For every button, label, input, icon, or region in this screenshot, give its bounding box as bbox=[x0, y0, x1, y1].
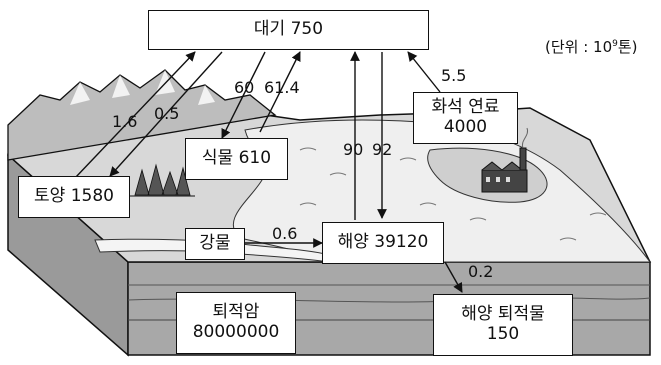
river-box: 강물 bbox=[185, 228, 245, 260]
flux-atmosphere-to-plants: 60 bbox=[234, 78, 255, 97]
flux-atmosphere-to-ocean: 92 bbox=[372, 140, 393, 159]
flux-ocean-to-sediment: 0.2 bbox=[468, 262, 494, 281]
unit-exponent: 9 bbox=[612, 39, 618, 49]
plants-label: 식물 610 bbox=[201, 148, 272, 169]
arrow-atmosphere-to-soil bbox=[109, 51, 223, 177]
mountains bbox=[7, 69, 277, 161]
forest bbox=[120, 163, 195, 197]
sedimentary-rock-name: 퇴적암 bbox=[212, 302, 260, 323]
fossil-fuel-name: 화석 연료 bbox=[431, 97, 500, 118]
arrow-ocean-to-sediment bbox=[444, 261, 463, 293]
arrow-fossil-to-atmosphere bbox=[407, 51, 441, 93]
atmosphere-box: 대기 750 bbox=[148, 10, 429, 50]
unit-prefix: (단위 : 10 bbox=[545, 38, 613, 56]
flux-ocean-to-atmosphere: 90 bbox=[343, 140, 364, 159]
fossil-fuel-value: 4000 bbox=[443, 117, 488, 137]
ocean-sediment-box: 해양 퇴적물 150 bbox=[433, 294, 573, 356]
flux-river-to-ocean: 0.6 bbox=[272, 224, 298, 243]
soil-label: 토양 1580 bbox=[34, 186, 114, 207]
flux-arrows bbox=[74, 51, 463, 293]
fossil-fuel-box: 화석 연료 4000 bbox=[413, 92, 518, 144]
ocean-sediment-value: 150 bbox=[486, 324, 520, 344]
unit-suffix: 톤) bbox=[617, 38, 638, 56]
ocean-sediment-name: 해양 퇴적물 bbox=[461, 304, 545, 325]
sedimentary-rock-box: 퇴적암 80000000 bbox=[176, 292, 296, 354]
flux-plants-to-atmosphere: 61.4 bbox=[264, 78, 300, 97]
flux-atmosphere-to-soil: 0.5 bbox=[154, 104, 180, 123]
unit-label: (단위 : 109톤) bbox=[545, 36, 638, 57]
river-label: 강물 bbox=[199, 233, 231, 254]
ocean-box: 해양 39120 bbox=[322, 222, 444, 264]
atmosphere-label: 대기 750 bbox=[253, 19, 324, 40]
plants-box: 식물 610 bbox=[185, 138, 288, 180]
sedimentary-rock-value: 80000000 bbox=[192, 322, 280, 342]
flux-soil-to-atmosphere: 1.6 bbox=[112, 112, 138, 131]
arrow-plants-to-atmosphere bbox=[259, 51, 301, 133]
soil-box: 토양 1580 bbox=[18, 176, 130, 218]
arrow-soil-to-atmosphere bbox=[74, 51, 196, 179]
arrow-atmosphere-to-plants bbox=[221, 51, 266, 139]
flux-fossil-to-atmosphere: 5.5 bbox=[441, 66, 467, 85]
factory-icon bbox=[481, 127, 529, 193]
ocean-label: 해양 39120 bbox=[337, 232, 429, 253]
